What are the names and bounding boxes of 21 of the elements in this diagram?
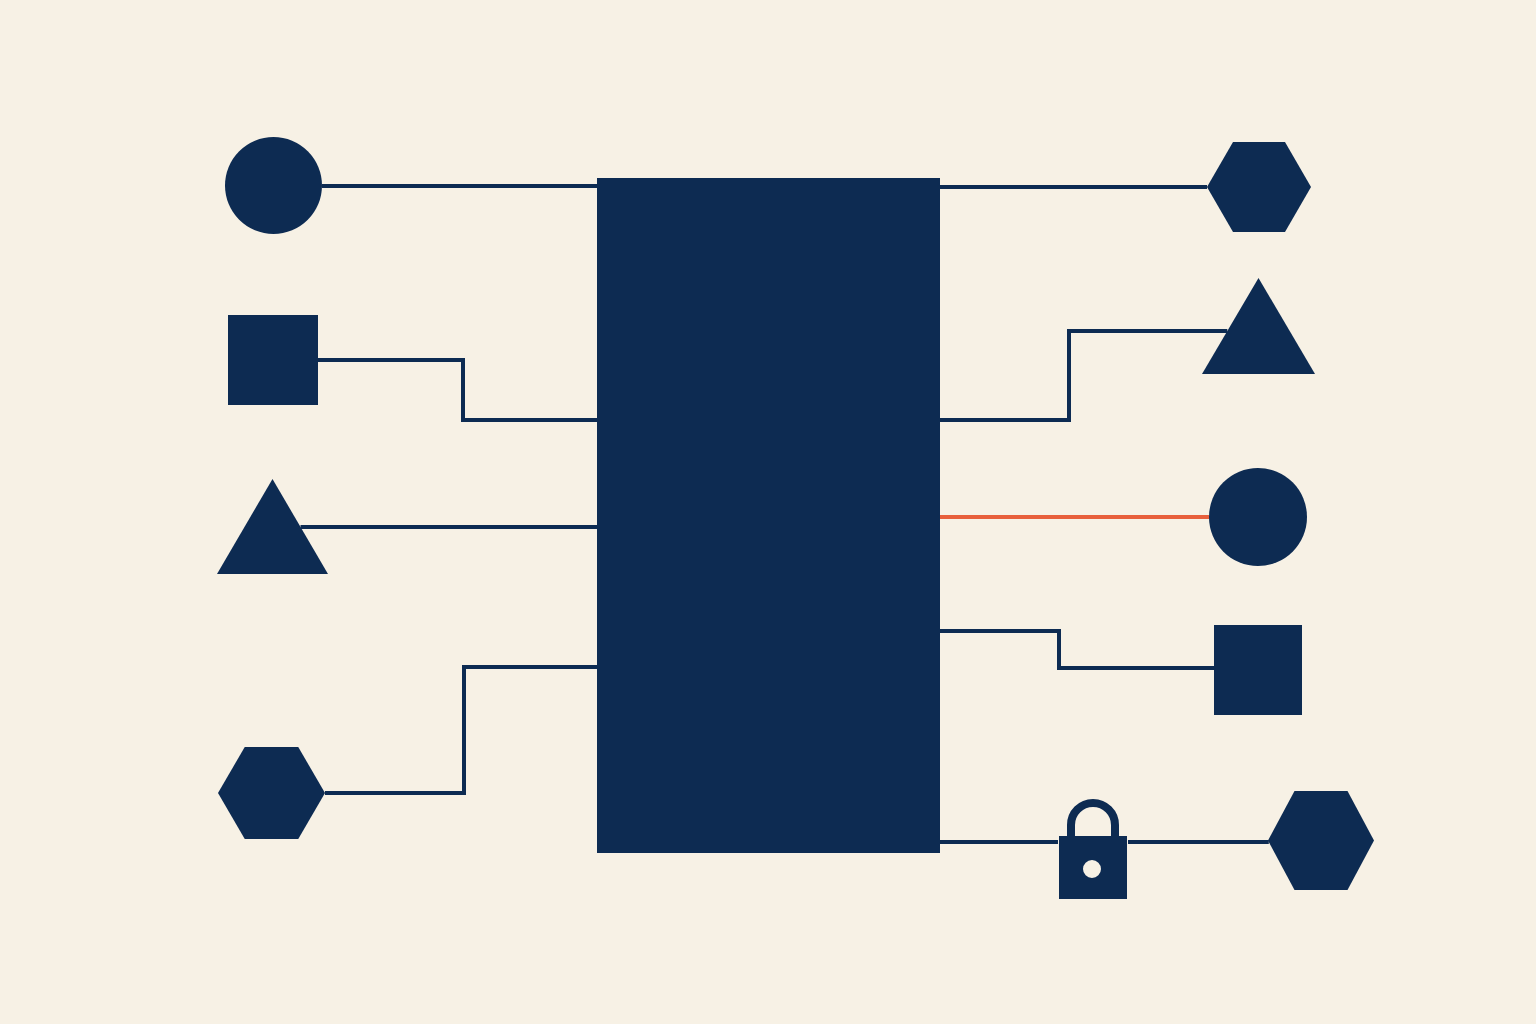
circle-shape: [225, 137, 322, 234]
triangle-shape: [217, 479, 328, 574]
connector-line: [318, 358, 597, 422]
connector-line: [940, 840, 1058, 844]
hexagon-shape: [218, 747, 325, 839]
connector-line: [940, 629, 1214, 670]
rectangle-block: [597, 178, 940, 853]
connector-line: [322, 184, 597, 188]
hexagon-shape: [1207, 142, 1311, 232]
connector-line: [325, 665, 597, 795]
padlock-icon: [1058, 799, 1128, 900]
connector-line: [940, 329, 1228, 422]
triangle-shape: [1202, 278, 1315, 374]
circle-shape: [1209, 468, 1307, 566]
connector-line: [940, 515, 1209, 519]
square-shape: [228, 315, 318, 405]
square-shape: [1214, 625, 1302, 715]
connector-line: [940, 185, 1207, 189]
connector-line: [1128, 840, 1269, 844]
hexagon-shape: [1268, 791, 1374, 890]
connector-line: [300, 525, 597, 529]
